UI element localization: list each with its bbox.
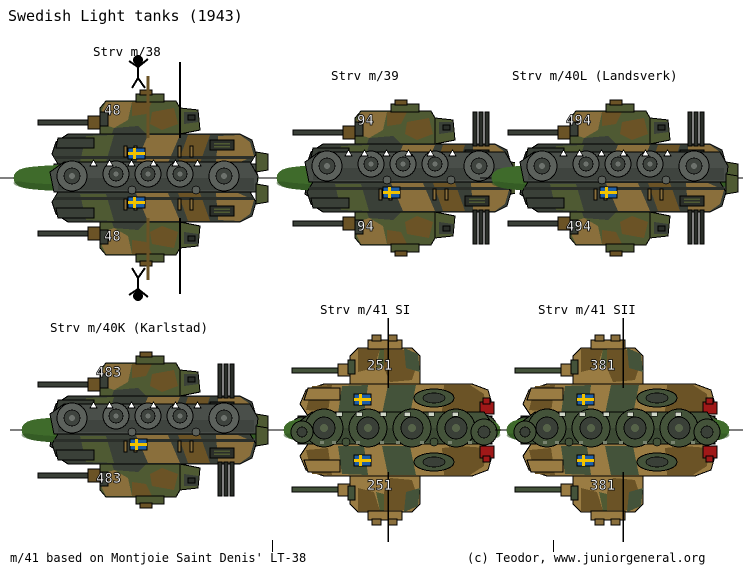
sprite-strv-m40l-top: 494 [507,99,739,207]
unit-strv-m39: 94 94 [265,78,515,282]
tick-top-left [272,540,273,552]
sprite-strv-m38-bottom: 48 [37,159,269,301]
sprite-strv-m41-si-top: 251 [290,318,498,452]
caption-strv-m40l: Strv m/40L (Landsverk) [512,68,678,83]
turret-number-strv-m41-sii-bottom: 381 [590,478,615,494]
sprite-strv-m39-top: 94 [292,99,515,207]
turret-number-strv-m38-top: 48 [104,103,121,119]
turret-number-strv-m38-bottom: 48 [104,229,121,245]
sprite-strv-m40l-bottom: 494 [507,149,739,257]
turret-number-strv-m40k-top: 483 [96,365,121,381]
caption-strv-m41-sii: Strv m/41 SII [538,302,636,317]
exhaust-stacks [687,111,705,147]
turret-number-strv-m39-top: 94 [357,113,374,129]
unit-strv-m41-sii: 381 381 [495,312,743,548]
caption-strv-m41-si: Strv m/41 SI [320,302,411,317]
footer-note: m/41 based on Montjoie Saint Denis' LT-3… [10,551,307,565]
unit-strv-m40l: 494 494 [480,78,743,282]
sprite-strv-m40k-bottom: 483 [37,401,269,509]
turret-number-strv-m41-si-top: 251 [367,358,392,374]
unit-strv-m38: 48 48 [0,50,280,310]
caption-strv-m39: Strv m/39 [331,68,399,83]
footer-credit: (c) Teodor, www.juniorgeneral.org [467,551,706,565]
turret-number-strv-m41-sii-top: 381 [590,358,615,374]
sprite-strv-m41-si-bottom: 251 [290,408,498,542]
sprite-strv-m39-bottom: 94 [292,149,515,257]
sprite-strv-m41-sii-top: 381 [513,318,721,452]
unit-strv-m41-si: 251 251 [272,312,512,548]
page-title: Swedish Light tanks (1943) [8,7,243,25]
exhaust-stacks [217,363,235,399]
caption-strv-m38: Strv m/38 [93,44,161,59]
swedish-flag-decal [353,393,372,406]
sprite-strv-m38-top: 48 [37,55,269,197]
turret-number-strv-m40l-bottom: 494 [566,219,591,235]
caption-strv-m40k: Strv m/40K (Karlstad) [50,320,209,335]
sprite-strv-m40k-top: 483 [37,351,269,459]
unit-strv-m40k: 483 483 [10,330,273,534]
turret-number-strv-m40k-bottom: 483 [96,471,121,487]
turret-number-strv-m39-bottom: 94 [357,219,374,235]
tick-top-right [553,540,554,552]
turret-number-strv-m40l-top: 494 [566,113,591,129]
sprite-strv-m41-sii-bottom: 381 [513,408,721,542]
swedish-flag-decal [127,147,146,160]
swedish-flag-decal [576,393,595,406]
turret-number-strv-m41-si-bottom: 251 [367,478,392,494]
